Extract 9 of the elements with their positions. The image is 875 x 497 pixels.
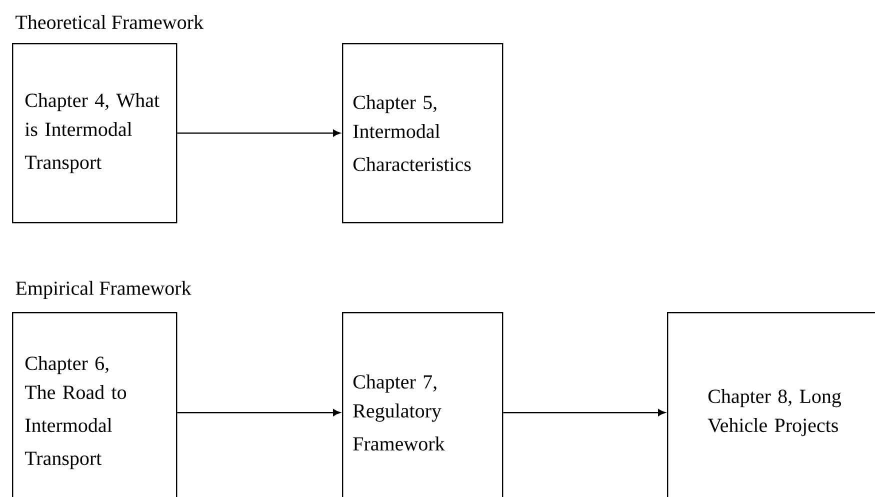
- chapter-box: Chapter 6, The Road to Intermodal Transport: [12, 312, 178, 497]
- arrow: [177, 409, 340, 416]
- chapter-box: Chapter 7, Regulatory Framework: [342, 312, 504, 497]
- chapter-box: Chapter 8, Long Vehicle Projects: [667, 312, 875, 497]
- arrow: [503, 409, 666, 416]
- arrow: [177, 130, 340, 137]
- chapter-box: Chapter 4, What is Intermodal Transport: [12, 43, 178, 224]
- section-heading: Empirical Framework: [16, 280, 192, 300]
- chapter-box: Chapter 5, Intermodal Characteristics: [342, 43, 504, 224]
